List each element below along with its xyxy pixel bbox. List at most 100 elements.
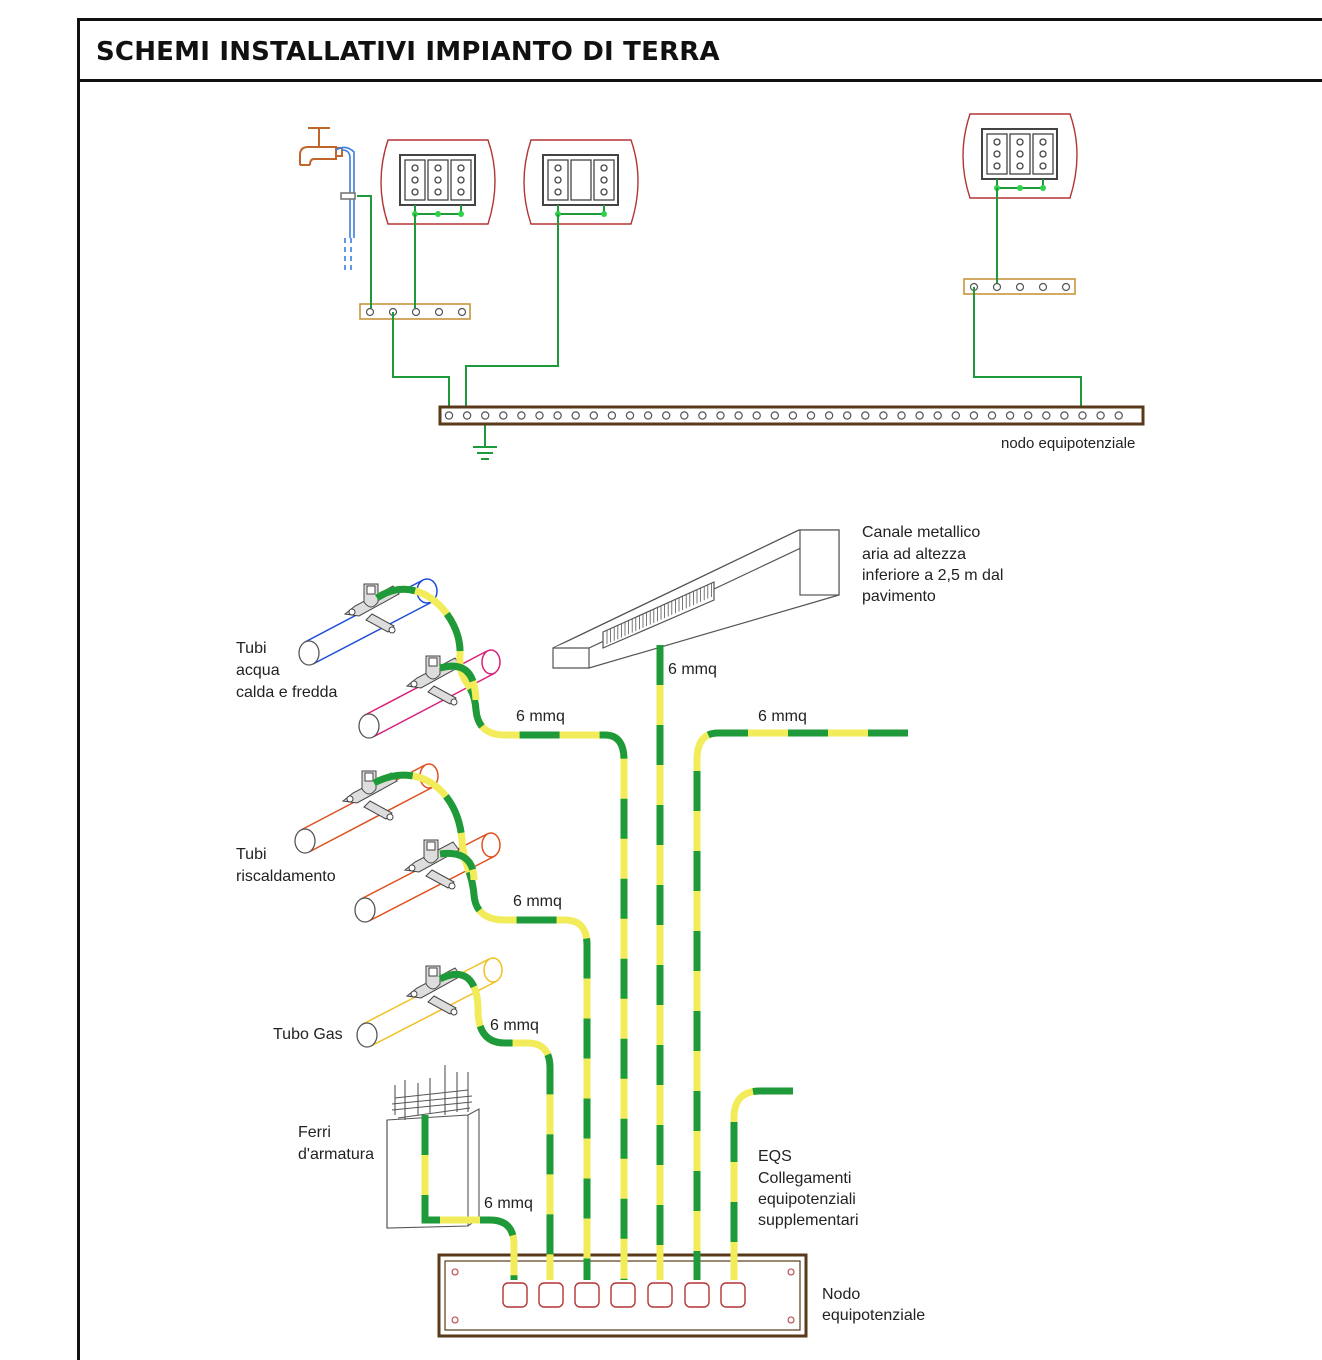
bar-terminal <box>462 411 472 420</box>
canale-line-2: aria ad altezza <box>862 546 966 563</box>
canale-label: Canale metallico aria ad altezza inferio… <box>862 524 1003 605</box>
ground-symbol-icon <box>473 446 497 460</box>
bar-terminal <box>734 411 743 420</box>
tubi-acqua-line-1: Tubi <box>236 640 267 657</box>
earth-cable-stripe <box>439 662 480 701</box>
bar-terminal <box>481 411 490 420</box>
bar-terminal <box>915 411 924 420</box>
bar-terminal <box>571 411 580 420</box>
bar-terminal <box>680 411 689 420</box>
terminal-strip-right <box>963 278 1076 295</box>
bar-terminal <box>897 411 906 420</box>
bar-terminal <box>1005 411 1015 420</box>
bar-terminal <box>535 411 544 420</box>
earth-cable-stripe <box>438 970 554 1280</box>
eqs-line-1: EQS <box>758 1148 792 1165</box>
eqs-line-4: supplementari <box>758 1212 859 1229</box>
title-bar: SCHEMI INSTALLATIVI IMPIANTO DI TERRA <box>77 18 1322 82</box>
bar-terminal <box>517 411 526 420</box>
bar-terminal <box>698 411 707 420</box>
gas-pipe <box>356 957 503 1048</box>
bar-terminal <box>933 411 942 420</box>
bar-terminal <box>499 411 508 420</box>
bar-terminal <box>1042 411 1051 420</box>
tubi-acqua-line-3: calda e fredda <box>236 684 338 701</box>
bar-terminal <box>1023 411 1033 420</box>
earth-cables <box>372 585 908 1280</box>
bar-terminal <box>553 411 562 420</box>
ferri-line-2: d'armatura <box>298 1146 374 1163</box>
eqs-line-2: Collegamenti <box>758 1170 851 1187</box>
eqs-line-3: equipotenziali <box>758 1191 856 1208</box>
earth-cable-stripe <box>439 849 478 881</box>
tubi-acqua-label: Tubi acqua calda e fredda <box>236 640 338 701</box>
pipe-clamps <box>341 583 462 1016</box>
tubi-risc-line-1: Tubi <box>236 846 267 863</box>
bar-terminal <box>770 411 780 420</box>
earth-cable-stripe <box>730 1087 793 1280</box>
tubo-gas-label: Tubo Gas <box>273 1026 343 1043</box>
rebar-pillar <box>386 1065 480 1229</box>
canale-line-3: inferiore a 2,5 m dal <box>862 567 1003 584</box>
nodo-label: Nodo equipotenziale <box>822 1286 925 1324</box>
nodo-line-2: equipotenziale <box>822 1307 925 1324</box>
section-label-right: 6 mmq <box>758 708 807 725</box>
section-label-heating: 6 mmq <box>513 893 562 910</box>
bar-terminal <box>752 411 761 420</box>
terminal-strip-left <box>359 303 471 320</box>
top-schematic: nodo equipotenziale <box>299 113 1145 460</box>
bar-terminal <box>951 411 961 420</box>
canale-line-1: Canale metallico <box>862 524 980 541</box>
bar-terminal <box>861 411 870 420</box>
tubi-risc-line-2: riscaldamento <box>236 868 336 885</box>
bar-terminal <box>788 411 798 420</box>
equipotential-bar-top <box>438 405 1145 426</box>
bar-terminal <box>444 411 454 420</box>
section-label-water: 6 mmq <box>516 708 565 725</box>
socket-plate-3 <box>962 113 1078 199</box>
earth-cable-stripe <box>372 771 591 1280</box>
socket-plate-1 <box>380 139 496 225</box>
bar-terminal <box>625 411 635 420</box>
bar-terminal <box>879 411 888 420</box>
bar-terminal <box>824 411 834 420</box>
bar-terminal <box>1114 411 1123 420</box>
nodo-line-1: Nodo <box>822 1286 860 1303</box>
section-label-duct: 6 mmq <box>668 661 717 678</box>
bar-terminal <box>1060 411 1069 420</box>
eqs-label: EQS Collegamenti equipotenziali suppleme… <box>758 1148 859 1229</box>
bar-terminal <box>607 411 617 420</box>
bar-terminal <box>806 411 816 420</box>
bar-terminal <box>1096 411 1105 420</box>
top-node-label: nodo equipotenziale <box>1001 435 1135 452</box>
bar-terminal <box>987 411 997 420</box>
bar-terminal <box>643 411 653 420</box>
bar-terminal <box>589 411 599 420</box>
green-wires-top <box>357 188 1082 447</box>
left-border <box>77 82 80 1360</box>
earth-cable-stripe <box>693 729 908 1280</box>
page-title: SCHEMI INSTALLATIVI IMPIANTO DI TERRA <box>96 37 720 67</box>
bar-terminal <box>1078 411 1087 420</box>
earth-cable-stripe <box>421 1115 518 1280</box>
socket-plate-2 <box>523 139 639 225</box>
bar-terminal <box>716 411 725 420</box>
water-pipe <box>335 146 356 274</box>
bar-terminal <box>969 411 979 420</box>
air-duct <box>552 529 840 669</box>
section-label-rebar: 6 mmq <box>484 1195 533 1212</box>
section-label-gas: 6 mmq <box>490 1017 539 1034</box>
bottom-schematic: Canale metallico aria ad altezza inferio… <box>236 524 1003 1338</box>
ferri-line-1: Ferri <box>298 1124 331 1141</box>
section-labels: 6 mmq 6 mmq 6 mmq 6 mmq 6 mmq 6 mmq <box>484 661 807 1212</box>
tubi-riscaldamento-label: Tubi riscaldamento <box>236 846 336 885</box>
earth-cable-stripe <box>375 585 628 1280</box>
bar-terminal <box>662 411 671 420</box>
pipe-clamp-icon <box>403 839 460 890</box>
ferri-label: Ferri d'armatura <box>298 1124 374 1163</box>
tubi-acqua-line-2: acqua <box>236 662 280 679</box>
faucet-icon <box>299 127 343 166</box>
bar-terminal <box>843 411 852 420</box>
